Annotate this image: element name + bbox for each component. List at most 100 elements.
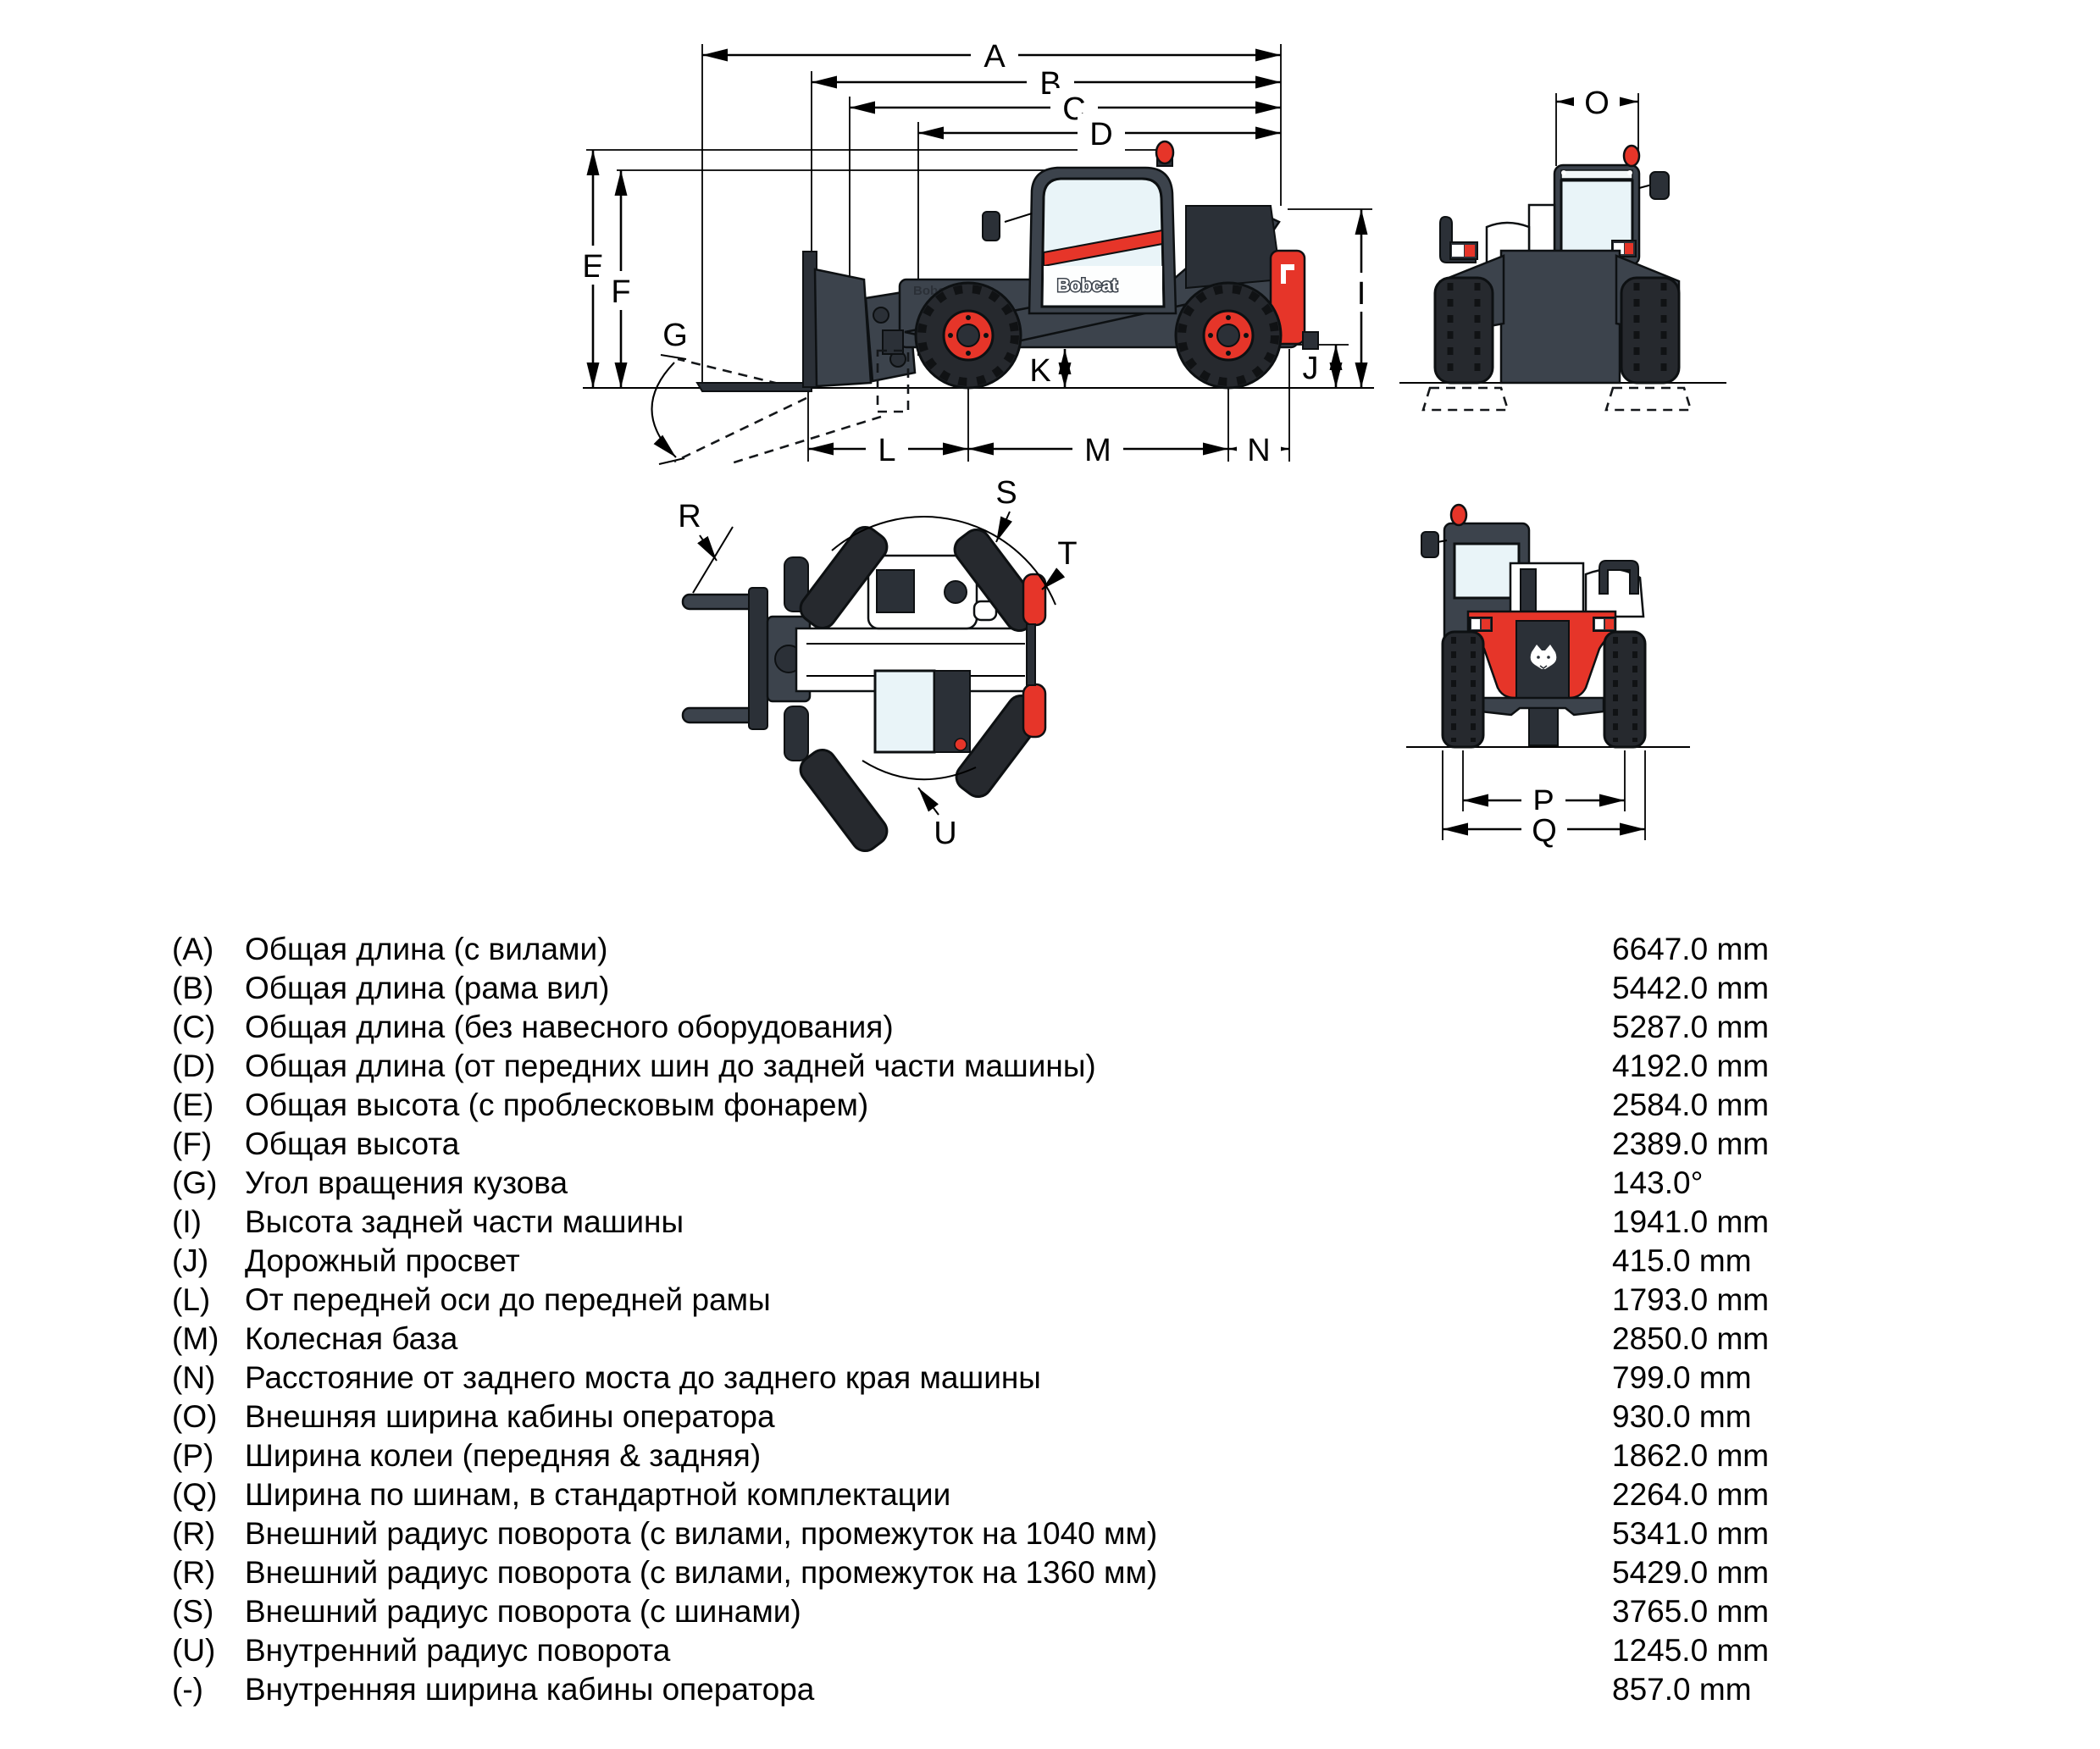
- cab-brand-logo: Bobcat: [1057, 276, 1117, 296]
- rear-view-diagram: P Q: [1406, 503, 1690, 849]
- table-row: (O) Внешняя ширина кабины оператора 930.0 …: [0, 1398, 2100, 1436]
- table-row: (E)Общая высота (с проблесковым фонарем)…: [0, 1086, 2100, 1125]
- row-letter: (R): [172, 1516, 216, 1551]
- beacon-light-icon: [1622, 144, 1641, 168]
- table-row: (P) Ширина колеи (передняя & задняя) 1862.…: [0, 1436, 2100, 1475]
- rear-bumper-red: [1022, 683, 1047, 739]
- row-value: 4192.0 mm: [1612, 1049, 1770, 1083]
- right-wheel: [1603, 630, 1647, 749]
- dim-label-N: N: [1247, 433, 1270, 468]
- center-body: [1499, 249, 1621, 385]
- dim-label-Q: Q: [1532, 813, 1557, 849]
- row-label: Внутренняя ширина кабины оператора: [245, 1672, 815, 1707]
- row-value: 6647.0 mm: [1612, 932, 1770, 966]
- dim-label-T: T: [1057, 536, 1077, 572]
- row-letter: (G): [172, 1165, 218, 1200]
- row-value: 1793.0 mm: [1612, 1282, 1770, 1317]
- tow-hitch: [1302, 331, 1319, 350]
- rear-bumper-red: [1022, 573, 1047, 627]
- row-letter: (O): [172, 1399, 218, 1434]
- dim-label-U: U: [934, 816, 956, 851]
- fork-carriage: [813, 268, 873, 388]
- row-letter: (Q): [172, 1477, 218, 1512]
- engine-hatch: [876, 569, 915, 613]
- row-label: Общая длина (без навесного оборудования): [245, 1010, 894, 1044]
- dim-label-D: D: [1089, 117, 1112, 152]
- row-value: 799.0 mm: [1612, 1360, 1752, 1395]
- row-letter: (I): [172, 1204, 202, 1239]
- cab-top: [873, 669, 936, 754]
- row-value: 1941.0 mm: [1612, 1204, 1770, 1239]
- row-letter: (B): [172, 971, 214, 1005]
- left-wheel: [1433, 276, 1494, 385]
- telehandler-rear-view: [1421, 503, 1647, 749]
- row-label: Общая высота: [245, 1126, 460, 1161]
- row-letter: (A): [172, 932, 214, 966]
- row-label: Внешний радиус поворота (с вилами, проме…: [245, 1516, 1158, 1551]
- row-value: 930.0 mm: [1612, 1399, 1752, 1434]
- telehandler-front-view: [1421, 144, 1693, 412]
- dim-label-S: S: [995, 475, 1017, 511]
- fork-blade: [695, 382, 812, 392]
- side-mirror: [1421, 531, 1439, 558]
- table-row: (S)Внешний радиус поворота (с шинами)376…: [0, 1592, 2100, 1631]
- bobcat-head-icon: [1530, 645, 1557, 669]
- telehandler-top-view: [681, 525, 1047, 853]
- row-label: Общая длина (рама вил): [245, 971, 610, 1005]
- engine-deck: [934, 670, 971, 753]
- dim-label-L: L: [878, 433, 895, 468]
- row-value: 5287.0 mm: [1612, 1010, 1770, 1044]
- row-value: 1245.0 mm: [1612, 1633, 1770, 1668]
- left-wheel: [1441, 630, 1485, 749]
- dimension-spec-table: (A) Общая длина (с вилами) 6647.0 mm (B) Об…: [0, 930, 2100, 1709]
- row-letter: (P): [172, 1438, 214, 1473]
- row-label: Дорожный просвет: [245, 1243, 520, 1278]
- front-view-diagram: O: [1399, 82, 1726, 412]
- boom-pivot-tower: [1185, 205, 1283, 290]
- front-wheel: [914, 281, 1022, 390]
- rear-wheel: [1174, 281, 1283, 390]
- table-row: (C) Общая длина (без навесного оборудован…: [0, 1008, 2100, 1047]
- tow-hitch: [1528, 707, 1559, 746]
- row-label: Внешний радиус поворота (с шинами): [245, 1594, 801, 1629]
- fork-tine: [681, 593, 757, 611]
- wheel-front-left: [799, 525, 889, 630]
- fork-angle-annotation: G: [651, 318, 882, 466]
- row-value: 5442.0 mm: [1612, 971, 1770, 1005]
- fork-tine: [681, 706, 757, 724]
- beacon-top-icon: [954, 738, 967, 751]
- table-row: (Q)Ширина по шинам, в стандартной компле…: [0, 1475, 2100, 1514]
- row-letter: (J): [172, 1243, 209, 1278]
- fork-carriage-plate: [748, 587, 768, 730]
- row-label: Общая длина (от передних шин до задней ч…: [245, 1049, 1096, 1083]
- dim-label-I: I: [1357, 276, 1366, 312]
- wheel-front-right: [799, 748, 889, 853]
- side-mirror: [1649, 171, 1670, 200]
- row-label: Общая высота (с проблесковым фонарем): [245, 1088, 869, 1122]
- row-label: Внешняя ширина кабины оператора: [245, 1399, 775, 1434]
- row-value: 857.0 mm: [1612, 1672, 1752, 1707]
- outer-radius-arc: [831, 516, 1056, 606]
- tyre-footprint-dashed: [1604, 386, 1693, 412]
- dimension-diagrams: A B C D E F G: [582, 39, 1726, 853]
- row-value: 2850.0 mm: [1612, 1321, 1770, 1356]
- row-label: Ширина колеи (передняя & задняя): [245, 1438, 762, 1473]
- row-label: Колесная база: [245, 1321, 458, 1356]
- telehandler-side-view: Bobcat Bobcat: [695, 140, 1319, 413]
- row-label: Общая длина (с вилами): [245, 932, 608, 966]
- row-letter: (C): [172, 1010, 216, 1044]
- row-value: 1862.0 mm: [1612, 1438, 1770, 1473]
- cab-top-strip: [1560, 169, 1633, 180]
- table-row: (R)Внешний радиус поворота (с вилами, пр…: [0, 1553, 2100, 1592]
- row-letter: (N): [172, 1360, 216, 1395]
- row-value: 2584.0 mm: [1612, 1088, 1770, 1122]
- cab-window: [1453, 542, 1521, 600]
- dim-label-K: K: [1029, 353, 1050, 389]
- swing-cylinder: [784, 706, 809, 761]
